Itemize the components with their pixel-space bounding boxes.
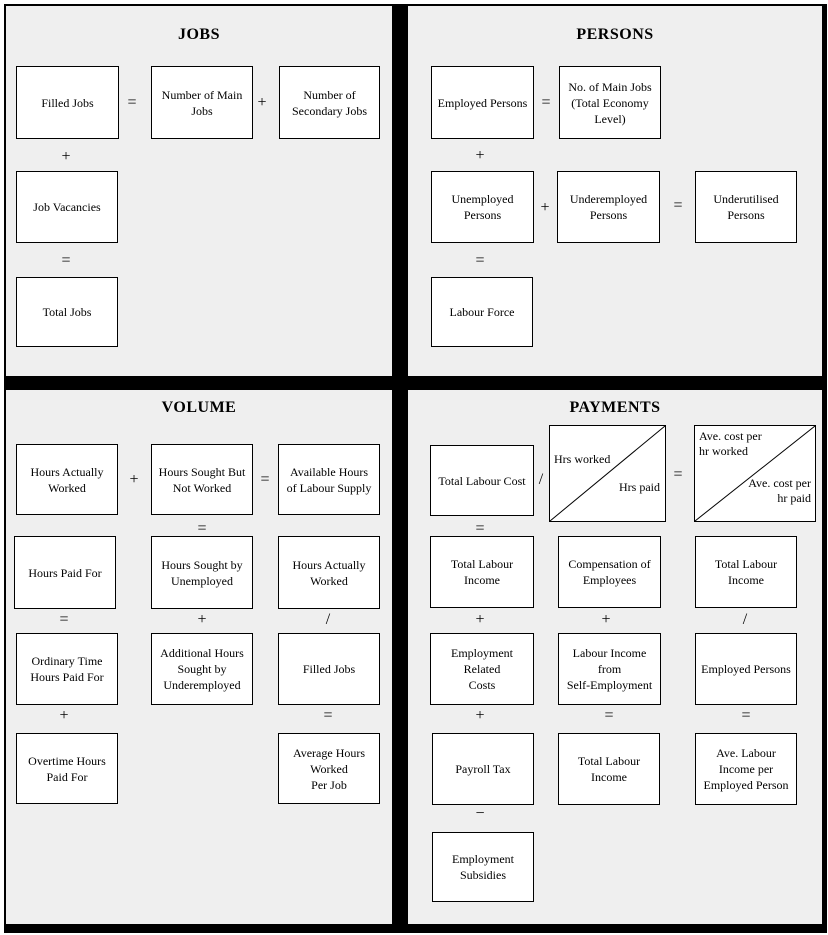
operator-equals: = (673, 197, 683, 214)
box-available-hours-of-labour-supply: Available Hours of Labour Supply (278, 444, 380, 515)
ratio-denominator-hrs-paid: Hrs paid (619, 480, 660, 494)
operator-equals: = (475, 252, 485, 269)
box-number-of-secondary-jobs: Number of Secondary Jobs (279, 66, 380, 139)
box-underemployed-persons: Underemployed Persons (557, 171, 660, 243)
operator-plus: + (129, 471, 139, 488)
operator-equals: = (127, 94, 137, 111)
box-overtime-hours-paid-for: Overtime Hours Paid For (16, 733, 118, 804)
box-employment-related-costs: Employment Related Costs (430, 633, 534, 705)
box-payroll-tax: Payroll Tax (432, 733, 534, 805)
operator-divide: / (742, 611, 748, 628)
ratio-numerator-hrs-worked: Hrs worked (554, 452, 611, 466)
box-total-jobs: Total Jobs (16, 277, 118, 347)
box-compensation-of-employees: Compensation of Employees (558, 536, 661, 608)
box-labour-force: Labour Force (431, 277, 533, 347)
box-job-vacancies: Job Vacancies (16, 171, 118, 243)
quadrant-payments-title: PAYMENTS (569, 399, 661, 416)
operator-plus: + (197, 611, 207, 628)
quadrant-volume-title: VOLUME (161, 399, 237, 416)
box-filled-jobs: Filled Jobs (16, 66, 119, 139)
box-total-labour-income-2: Total Labour Income (695, 536, 797, 608)
operator-plus: + (540, 199, 550, 216)
operator-equals: = (197, 520, 207, 537)
box-labour-income-from-self-employment: Labour Income from Self-Employment (558, 633, 661, 705)
box-hours-sought-by-unemployed: Hours Sought by Unemployed (151, 536, 253, 609)
ratio-box-hours-worked-vs-paid: Hrs worked Hrs paid (549, 425, 666, 522)
operator-equals: = (604, 707, 614, 724)
box-hours-paid-for: Hours Paid For (14, 536, 116, 609)
quadrant-persons-title: PERSONS (576, 26, 654, 43)
box-employed-persons-payments: Employed Persons (695, 633, 797, 705)
box-total-labour-income: Total Labour Income (430, 536, 534, 608)
diagonal-line (550, 426, 665, 521)
box-no-of-main-jobs-total-economy: No. of Main Jobs (Total Economy Level) (559, 66, 661, 139)
diagram-frame: JOBS Filled Jobs = Number of Main Jobs +… (4, 4, 827, 933)
box-ordinary-time-hours-paid-for: Ordinary Time Hours Paid For (16, 633, 118, 705)
operator-minus: − (475, 805, 485, 822)
box-total-labour-cost: Total Labour Cost (430, 445, 534, 516)
operator-plus: + (257, 94, 267, 111)
operator-plus: + (601, 611, 611, 628)
operator-equals: = (541, 94, 551, 111)
operator-equals: = (741, 707, 751, 724)
operator-equals: = (475, 520, 485, 537)
quadrant-jobs: JOBS Filled Jobs = Number of Main Jobs +… (6, 6, 392, 376)
operator-divide: / (325, 611, 331, 628)
operator-plus: + (475, 147, 485, 164)
operator-equals: = (61, 252, 71, 269)
ratio-box-ave-cost-per-hr: Ave. cost per hr worked Ave. cost per hr… (694, 425, 816, 522)
operator-equals: = (260, 471, 270, 488)
ratio-denominator-ave-cost-hr-paid: Ave. cost per hr paid (748, 476, 811, 505)
operator-plus: + (475, 707, 485, 724)
box-underutilised-persons: Underutilised Persons (695, 171, 797, 243)
box-average-hours-worked-per-job: Average Hours Worked Per Job (278, 733, 380, 804)
operator-equals: = (59, 611, 69, 628)
operator-plus: + (59, 707, 69, 724)
operator-equals: = (673, 466, 683, 483)
box-hours-actually-worked: Hours Actually Worked (16, 444, 118, 515)
quadrant-payments: PAYMENTS Total Labour Cost / Hrs worked … (408, 390, 822, 924)
box-employment-subsidies: Employment Subsidies (432, 832, 534, 902)
box-additional-hours-sought-by-underemployed: Additional Hours Sought by Underemployed (151, 633, 253, 705)
quadrant-volume: VOLUME Hours Actually Worked + Hours Sou… (6, 390, 392, 924)
operator-plus: + (475, 611, 485, 628)
box-hours-sought-but-not-worked: Hours Sought But Not Worked (151, 444, 253, 515)
quadrant-jobs-title: JOBS (177, 26, 220, 43)
operator-plus: + (61, 148, 71, 165)
quadrant-persons: PERSONS Employed Persons = No. of Main J… (408, 6, 822, 376)
ratio-numerator-ave-cost-hr-worked: Ave. cost per hr worked (699, 429, 762, 458)
operator-equals: = (323, 707, 333, 724)
operator-divide: / (538, 471, 544, 488)
box-total-labour-income-3: Total Labour Income (558, 733, 660, 805)
box-hours-actually-worked-2: Hours Actually Worked (278, 536, 380, 609)
box-filled-jobs-volume: Filled Jobs (278, 633, 380, 705)
box-number-of-main-jobs: Number of Main Jobs (151, 66, 253, 139)
diagonal-line (695, 426, 815, 521)
box-ave-labour-income-per-employed-person: Ave. Labour Income per Employed Person (695, 733, 797, 805)
box-unemployed-persons: Unemployed Persons (431, 171, 534, 243)
box-employed-persons: Employed Persons (431, 66, 534, 139)
